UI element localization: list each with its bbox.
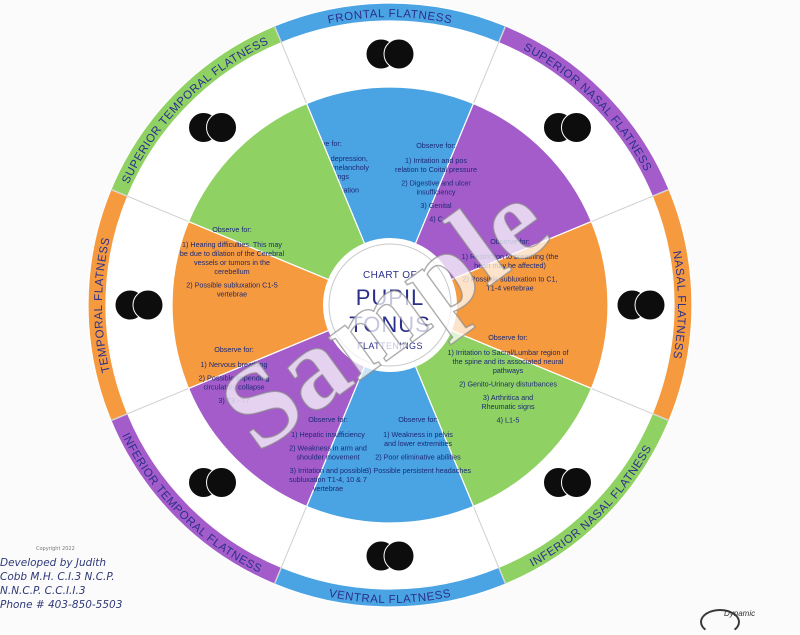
center-title-line-4: FLATTENINGS — [357, 341, 423, 351]
observation-sector — [305, 303, 475, 524]
divider-line — [472, 506, 507, 585]
pupil-icons — [114, 38, 666, 572]
divider-line — [110, 188, 189, 223]
center-title-line-1: CHART OF — [363, 270, 417, 281]
center-disc-bg — [323, 238, 457, 372]
observation-sector — [388, 220, 609, 390]
credit-line-2: Cobb M.H. C.I.3 N.C.P. — [0, 571, 115, 583]
brand-logo: Dynamic — [700, 603, 780, 635]
sector-text: Observe for:1) Nervous breathing 2) Poss… — [199, 345, 270, 405]
center-title-line-2: PUPIL — [356, 285, 425, 310]
copyright-note: Copyright 2022 — [36, 546, 75, 552]
pupil-dot-icon — [383, 38, 415, 70]
divider-line — [591, 387, 670, 422]
observation-sector — [187, 102, 392, 307]
observation-sector — [305, 86, 475, 307]
sector-text: Observe for:1) Hearing difficulties. Thi… — [180, 225, 285, 299]
pupil-dot-icon — [206, 466, 238, 498]
pupil-dot-icon — [132, 289, 164, 321]
pupil-dot-icon — [560, 112, 592, 144]
credit-line-3: N.N.C.P. C.C.I.I.3 — [0, 585, 86, 597]
pupil-dot-icon — [206, 112, 238, 144]
divider-line — [472, 25, 507, 104]
observation-sector — [187, 303, 392, 508]
center-disc-rim — [328, 243, 452, 367]
divider-line — [591, 188, 670, 223]
observation-sector — [171, 220, 392, 390]
observation-sector — [388, 102, 593, 307]
divider-line — [273, 25, 308, 104]
credit-line-4: Phone # 403-850-5503 — [0, 599, 123, 611]
ring-label: NASAL FLATNESS — [670, 250, 687, 360]
observation-sector — [388, 303, 593, 508]
sector-text: Observe for:1) Hepatic insufficiency 2) … — [289, 415, 367, 493]
pupil-dot-icon — [383, 540, 415, 572]
pupil-dot-icon — [560, 466, 592, 498]
sector-text: Observe for:1) Restriction to breathing … — [462, 237, 559, 293]
credit-line-1: Developed by Judith — [0, 557, 107, 569]
center-title-line-3: TONUS — [349, 312, 431, 337]
divider-line — [273, 506, 308, 585]
author-credit: Copyright 2022 Developed by Judith Cobb … — [0, 546, 160, 612]
pupil-dot-icon — [634, 289, 666, 321]
logo-text: Dynamic — [724, 609, 756, 618]
inner-sectors: Observe for:1) Tendencies to depression,… — [171, 86, 609, 524]
divider-line — [110, 387, 189, 422]
sector-text: Observe for:1) Irritation to Sacral/Lumb… — [447, 333, 568, 425]
